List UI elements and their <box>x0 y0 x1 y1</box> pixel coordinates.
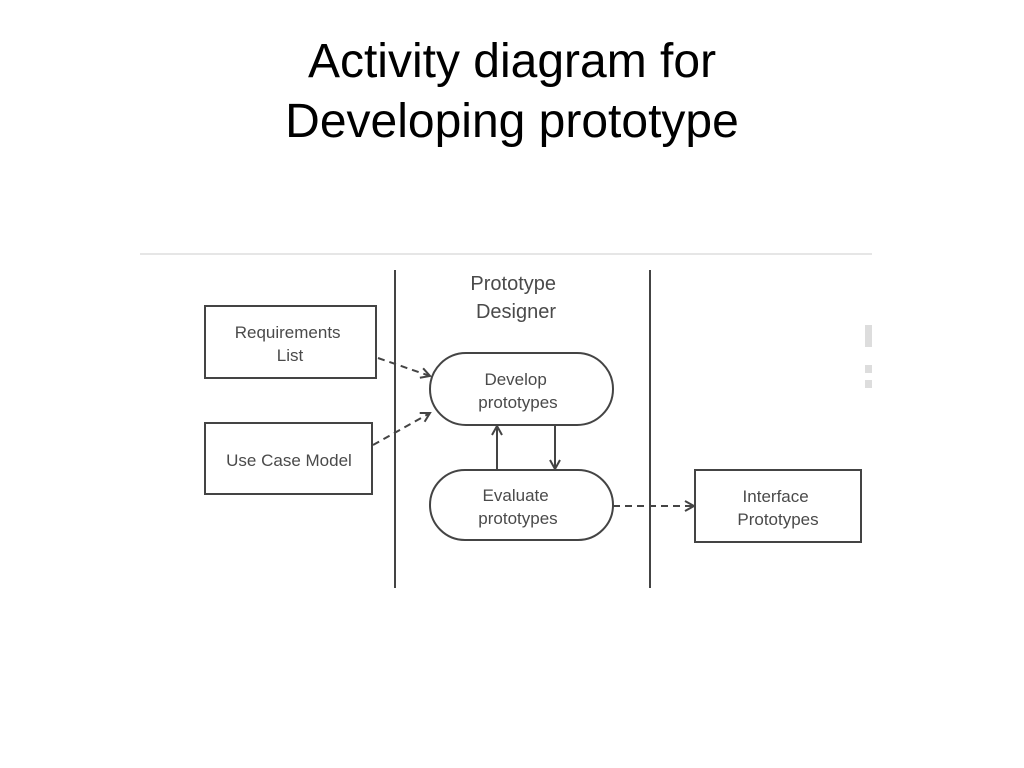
requirements-list-line-1: Requirements <box>235 323 341 342</box>
title-line-2: Developing prototype <box>285 95 739 148</box>
scan-artifact-mark <box>865 365 872 373</box>
develop-line-1: Develop <box>484 370 546 389</box>
svg-text:Develop prototypes: Develop prototypes <box>478 370 557 412</box>
use-case-model-artifact: Use Case Model <box>204 422 373 495</box>
flow-usecase-to-develop <box>372 413 430 446</box>
svg-text:Evaluate prototypes: Evaluate prototypes <box>478 486 557 528</box>
interface-prototypes-line-1: Interface <box>743 487 809 506</box>
evaluate-prototypes-activity: Evaluate prototypes <box>429 469 614 541</box>
swimlane-label-line-1: Prototype <box>470 273 556 295</box>
svg-text:Interface Prototypes: Interface Prototypes <box>737 487 818 529</box>
develop-line-2: prototypes <box>478 393 557 412</box>
scan-artifact-mark <box>865 380 872 388</box>
evaluate-line-2: prototypes <box>478 509 557 528</box>
slide-title: Activity diagram for Developing prototyp… <box>0 32 1024 152</box>
svg-text:Requirements List: Requirements List <box>235 323 346 365</box>
swimlane-label-line-2: Designer <box>476 301 556 323</box>
requirements-list-artifact: Requirements List <box>204 305 377 379</box>
evaluate-line-1: Evaluate <box>483 486 549 505</box>
use-case-model-label: Use Case Model <box>226 451 352 470</box>
develop-prototypes-activity: Develop prototypes <box>429 352 614 426</box>
interface-prototypes-line-2: Prototypes <box>737 510 818 529</box>
scan-artifact-mark <box>865 325 872 347</box>
requirements-list-line-2: List <box>277 346 304 365</box>
title-line-1: Activity diagram for <box>307 35 717 88</box>
swimlane-label: Prototype Designer <box>470 273 561 323</box>
interface-prototypes-artifact: Interface Prototypes <box>694 469 862 543</box>
flow-requirements-to-develop <box>377 357 430 376</box>
